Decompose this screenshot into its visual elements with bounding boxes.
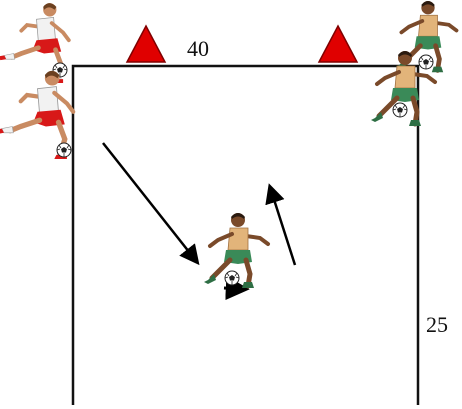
cone-right	[319, 26, 357, 62]
dribble-arrow-short	[224, 288, 245, 289]
width-label: 40	[187, 36, 209, 61]
cone-left	[127, 26, 165, 62]
ball-icon	[419, 55, 433, 69]
length-label: 25	[426, 312, 448, 337]
ball-icon	[225, 271, 239, 285]
ball-icon	[393, 103, 407, 117]
pass-arrow-diagonal	[103, 143, 197, 262]
ball-icon	[57, 143, 71, 157]
run-arrow-upward	[270, 187, 295, 265]
